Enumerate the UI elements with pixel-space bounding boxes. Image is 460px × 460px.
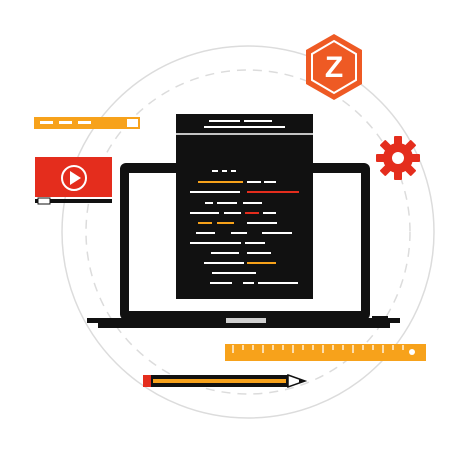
pencil-icon bbox=[143, 373, 308, 389]
loading-bar-icon bbox=[34, 117, 140, 129]
code-document-icon bbox=[176, 114, 313, 299]
brand-logo-icon: Z bbox=[306, 34, 362, 100]
code-lines bbox=[190, 170, 299, 284]
video-play-icon bbox=[35, 157, 112, 205]
outer-orbit-circle bbox=[61, 45, 435, 419]
inner-orbit-circle bbox=[85, 69, 411, 395]
orbit-circles bbox=[61, 45, 435, 419]
ruler-icon bbox=[225, 344, 426, 361]
gear-icon bbox=[376, 136, 420, 180]
brand-logo-letter: Z bbox=[325, 51, 343, 84]
